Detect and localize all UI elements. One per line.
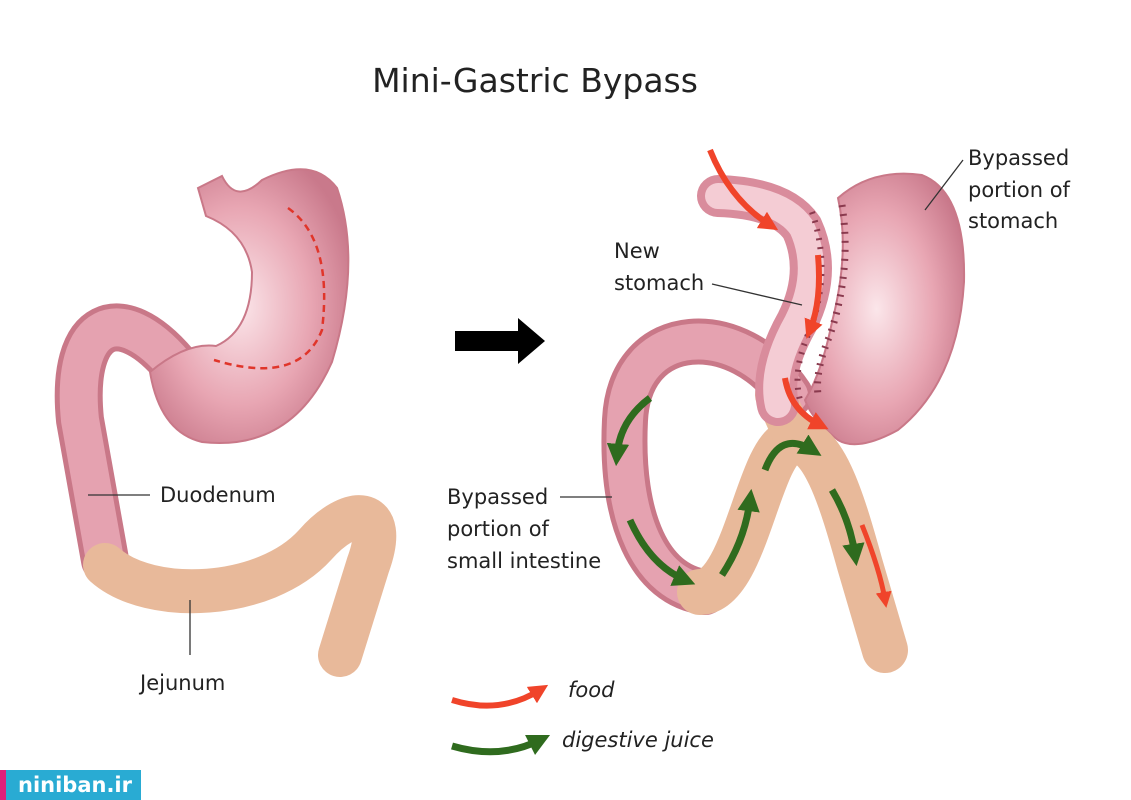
label-new-stomach-2: stomach (614, 271, 704, 295)
legend: food digestive juice (451, 678, 714, 756)
watermark-text: niniban.ir (18, 773, 133, 797)
food-arrow (859, 524, 892, 608)
normal-anatomy: Duodenum Jejunum (54, 168, 397, 695)
label-bypassed-intestine-2: portion of (447, 517, 550, 541)
diagram-title: Mini-Gastric Bypass (372, 61, 698, 100)
legend-food-label: food (568, 678, 615, 702)
legend-juice-label: digestive juice (562, 728, 714, 752)
food-arrow (804, 254, 823, 339)
stomach-shape (148, 168, 350, 444)
watermark: niniban.ir (0, 770, 141, 800)
label-bypassed-stomach-2: portion of (968, 178, 1071, 202)
label-bypassed-stomach-3: stomach (968, 209, 1058, 233)
label-bypassed-intestine-3: small intestine (447, 549, 601, 573)
juice-arrow (626, 518, 696, 586)
juice-arrow (828, 488, 865, 567)
juice-arrow (719, 488, 760, 577)
cut-line (213, 206, 326, 370)
bypass-anatomy: New stomach Bypassed portion of stomach … (447, 146, 1071, 673)
right-arrow-icon (455, 318, 545, 364)
juice-arrow (761, 434, 822, 472)
food-arrow (707, 148, 779, 231)
legend-food-arrow-icon (451, 684, 549, 709)
label-duodenum: Duodenum (160, 483, 276, 507)
jejunum-shape (83, 495, 397, 677)
intestine-limb-shape (677, 418, 908, 673)
label-jejunum: Jejunum (138, 671, 225, 695)
label-new-stomach-1: New (614, 239, 660, 263)
juice-arrow (606, 395, 653, 467)
legend-juice-arrow-icon (451, 734, 551, 756)
food-arrow (782, 377, 829, 430)
label-bypassed-stomach-1: Bypassed (968, 146, 1069, 170)
bypassed-stomach-shape (803, 172, 966, 446)
label-bypassed-intestine-1: Bypassed (447, 485, 548, 509)
